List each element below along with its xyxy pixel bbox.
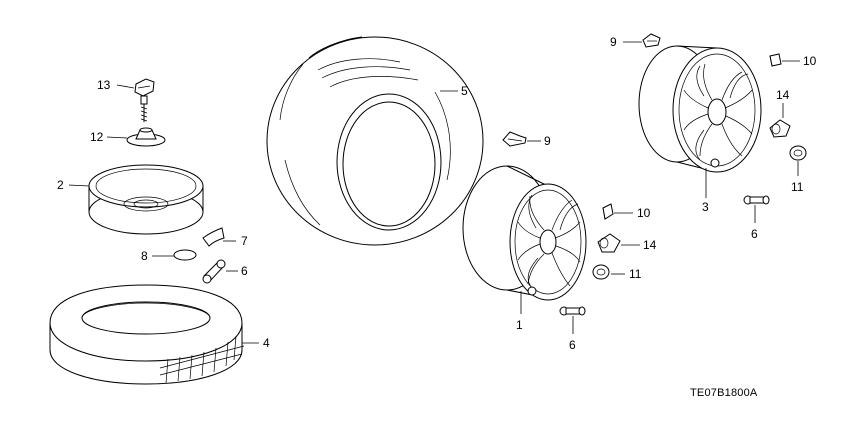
part-6-valve-right xyxy=(743,195,770,205)
part-10-weight-center xyxy=(602,203,614,220)
callout-6-left: 6 xyxy=(241,264,248,278)
part-9-weight-right xyxy=(642,33,661,48)
callout-6-center: 6 xyxy=(569,338,576,352)
callout-11-center: 11 xyxy=(629,267,642,281)
callout-5: 5 xyxy=(461,84,468,98)
callout-2: 2 xyxy=(57,178,64,192)
part-9-weight-center xyxy=(502,131,527,147)
part-6-valve-center xyxy=(559,306,586,316)
part-12-washer xyxy=(126,127,166,147)
callout-6-right: 6 xyxy=(751,227,758,241)
part-4-tire-flat xyxy=(49,284,245,385)
part-11-cap-center xyxy=(592,264,610,280)
callout-10-center: 10 xyxy=(637,206,651,220)
part-8-cap xyxy=(173,249,197,261)
callout-8: 8 xyxy=(141,249,148,263)
part-1-alloy-wheel xyxy=(462,165,587,301)
callout-9-center: 9 xyxy=(544,134,551,148)
callout-1: 1 xyxy=(516,318,523,332)
callout-12: 12 xyxy=(90,130,104,144)
callout-10-right: 10 xyxy=(803,54,817,68)
part-11-cap-right xyxy=(789,145,807,161)
callout-14-right: 14 xyxy=(776,88,790,102)
callout-4: 4 xyxy=(263,336,270,350)
part-14-nut-center xyxy=(597,233,621,253)
part-5-tire-upright xyxy=(266,36,484,246)
part-14-nut-right xyxy=(769,119,791,138)
callout-9-right: 9 xyxy=(610,35,617,49)
diagram-code: TE07B1800A xyxy=(690,387,758,399)
callout-11-right: 11 xyxy=(791,180,804,194)
part-3-alloy-wheel xyxy=(638,45,762,173)
leader-2 xyxy=(68,184,90,187)
part-7-piece xyxy=(202,227,225,247)
callout-13: 13 xyxy=(97,78,111,92)
leader-13 xyxy=(116,84,135,89)
part-13-bolt xyxy=(134,78,155,122)
part-2-spare-wheel xyxy=(88,164,204,235)
callout-7: 7 xyxy=(241,234,248,248)
leader-12 xyxy=(106,136,128,139)
part-10-weight-right xyxy=(769,53,782,67)
callout-14-center: 14 xyxy=(643,238,657,252)
callout-3: 3 xyxy=(702,200,709,214)
part-6-valve-left xyxy=(202,259,226,284)
